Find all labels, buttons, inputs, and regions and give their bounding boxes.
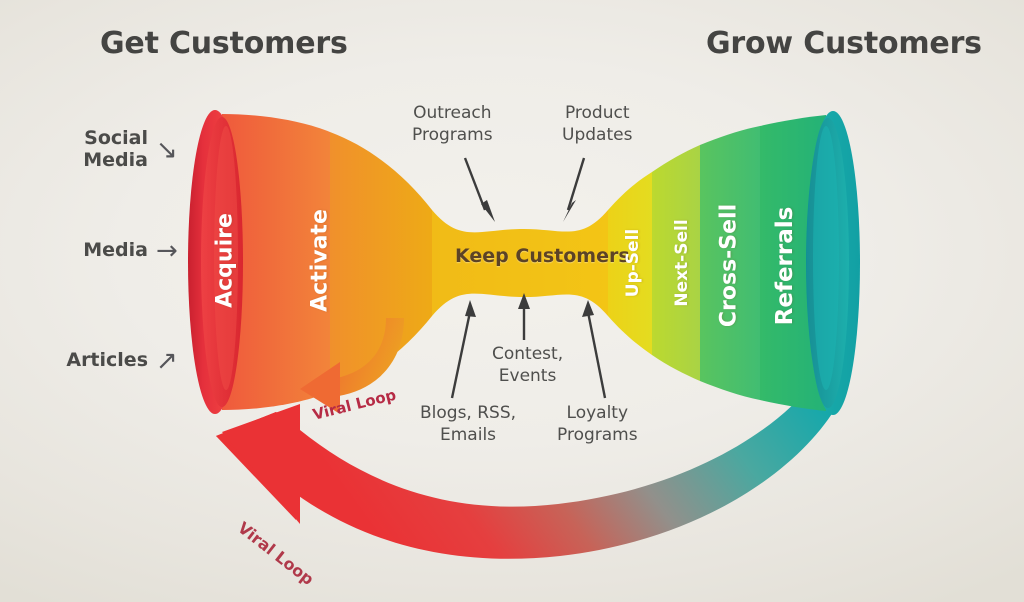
callout-arrows-bottom bbox=[450, 293, 607, 399]
source-media-label: Media bbox=[83, 239, 148, 262]
source-articles-label: Articles bbox=[66, 349, 148, 372]
viral-loop-big-arrow bbox=[216, 384, 838, 559]
callout-contest-events: Contest, Events bbox=[492, 344, 564, 386]
source-articles: Articles ↗ bbox=[42, 346, 178, 376]
page-title-get-customers: Get Customers bbox=[100, 26, 348, 61]
callout-outreach-programs: Outreach Programs bbox=[412, 103, 493, 145]
arrow-up-right-icon: ↗ bbox=[156, 346, 178, 376]
callout-product-updates: Product Updates bbox=[562, 103, 633, 145]
funnel-right-mouth bbox=[806, 111, 860, 415]
funnel-left-mouth bbox=[188, 110, 243, 414]
viral-loop-small-arrow bbox=[300, 318, 404, 414]
source-social-media: Social Media ↘ bbox=[62, 127, 178, 172]
source-media: Media → bbox=[62, 238, 178, 264]
page-title-grow-customers: Grow Customers bbox=[706, 26, 982, 61]
callout-loyalty-programs: Loyalty Programs bbox=[557, 403, 638, 445]
callout-blogs-rss-emails: Blogs, RSS, Emails bbox=[420, 403, 517, 445]
arrow-down-right-icon: ↘ bbox=[156, 134, 178, 165]
arrow-right-icon: → bbox=[156, 236, 178, 266]
funnel-body bbox=[222, 114, 826, 411]
source-social-media-label: Social Media bbox=[83, 127, 148, 171]
callout-arrows-top bbox=[463, 157, 586, 222]
